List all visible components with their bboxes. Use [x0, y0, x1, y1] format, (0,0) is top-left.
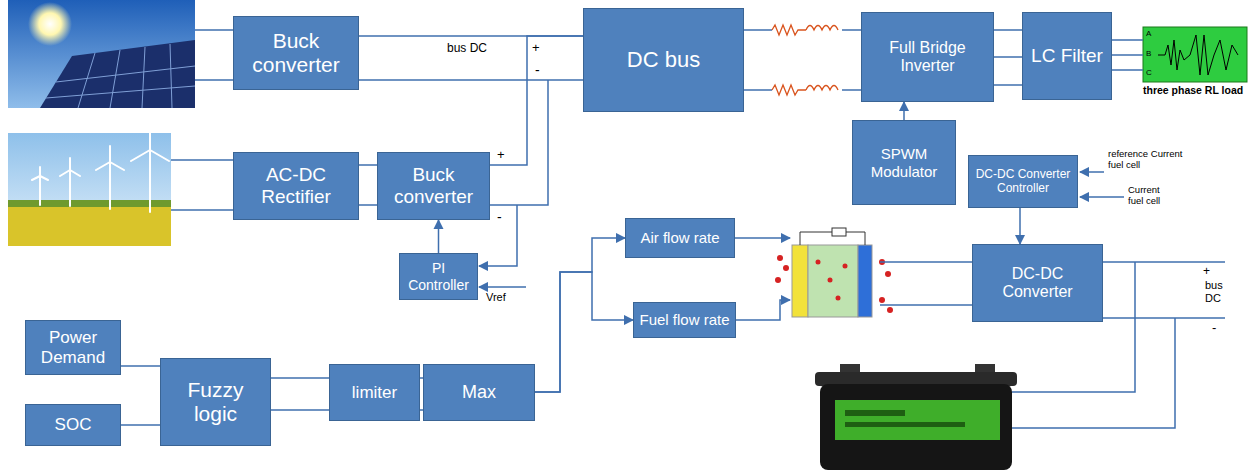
signal-label: bus DC — [447, 41, 487, 55]
box-label: Fuel flow rate — [639, 311, 729, 328]
resistor-symbol — [772, 85, 806, 95]
fuel-cell-picture — [775, 228, 893, 317]
cathode — [858, 245, 872, 317]
signal-label: bus DC — [1205, 279, 1227, 305]
signal-label: + — [532, 40, 540, 56]
box-label: Air flow rate — [640, 229, 719, 246]
connector — [994, 56, 1022, 58]
process-box: AC-DC Rectifier — [233, 152, 359, 220]
connector — [535, 272, 633, 392]
battery-body — [820, 384, 1012, 470]
connector — [359, 164, 377, 166]
box-label: Buck converter — [383, 164, 484, 208]
panel — [40, 40, 195, 108]
box-label: SOC — [55, 415, 92, 435]
anode — [792, 245, 808, 317]
box-label: Buck converter — [239, 29, 353, 77]
solar-panel-picture — [8, 0, 195, 108]
cell-wire — [800, 232, 832, 245]
process-box: PI Controller — [399, 253, 478, 300]
panel-grid — [46, 44, 195, 108]
process-box: Fuel flow rate — [633, 302, 736, 338]
load-box: three phase RL load — [1143, 27, 1247, 82]
signal-label: B — [1146, 49, 1151, 59]
sky — [8, 0, 195, 108]
process-box: DC-DC Converter — [972, 244, 1103, 322]
electrolyte — [808, 245, 858, 317]
battery-print — [845, 410, 905, 416]
waveform — [1158, 35, 1238, 75]
process-box: Buck converter — [233, 16, 359, 90]
connector — [271, 377, 329, 379]
box-label: PI Controller — [405, 260, 472, 292]
inductor-symbol — [806, 86, 838, 91]
process-box: Full Bridge Inverter — [861, 12, 994, 102]
connector — [535, 238, 625, 392]
box-label: Full Bridge Inverter — [867, 39, 988, 76]
battery-print — [845, 422, 965, 427]
battery-picture — [815, 364, 1017, 470]
signal-label: C — [1146, 68, 1152, 78]
box-label: DC-DC Converter Controller — [974, 168, 1072, 196]
signal-label: - — [535, 62, 540, 79]
process-box: SOC — [25, 404, 121, 446]
cell-load — [832, 228, 846, 236]
process-box: Air flow rate — [625, 218, 735, 258]
load-screen — [1143, 27, 1247, 82]
molecules — [775, 255, 893, 313]
sky — [8, 133, 171, 246]
connector — [490, 36, 583, 165]
line-impedance — [766, 24, 842, 36]
process-box: Fuzzy logic — [160, 358, 271, 446]
connector — [1112, 54, 1143, 56]
cell-wire — [846, 232, 865, 245]
box-label: Fuzzy logic — [166, 378, 265, 426]
signal-label: A — [1146, 29, 1151, 39]
signal-label: - — [497, 209, 502, 226]
process-box: SPWM Modulator — [852, 120, 956, 205]
process-box: limiter — [329, 364, 420, 421]
signal-label: + — [497, 147, 505, 163]
box-label: Power Demand — [31, 328, 115, 367]
signal-label: - — [1212, 320, 1216, 336]
connector — [438, 220, 440, 253]
treeline — [8, 200, 171, 207]
box-label: DC bus — [627, 47, 700, 72]
inductor-symbol — [806, 26, 838, 31]
resistor-symbol — [772, 25, 806, 35]
wind-turbines — [32, 128, 169, 212]
signal-label: + — [1203, 264, 1210, 278]
process-box: Max — [423, 364, 535, 421]
connector — [121, 424, 160, 426]
battery-lid — [815, 372, 1017, 386]
wind-farm-picture — [8, 128, 171, 246]
wire — [766, 89, 772, 91]
box-label: LC Filter — [1031, 45, 1103, 67]
process-box: DC bus — [583, 8, 744, 112]
process-box: Buck converter — [377, 152, 490, 220]
box-label: limiter — [352, 383, 397, 403]
patch — [766, 84, 842, 96]
line-impedance — [766, 84, 842, 96]
box-label: AC-DC Rectifier — [239, 164, 353, 208]
connector — [121, 365, 160, 367]
box-label: Max — [462, 382, 496, 403]
box-label: SPWM Modulator — [858, 145, 950, 180]
battery-label — [835, 400, 1000, 440]
connector — [903, 102, 905, 120]
box-label: DC-DC Converter — [978, 265, 1097, 302]
signal-label: reference Current fuel cell — [1108, 148, 1192, 171]
patch — [766, 24, 842, 36]
process-box: DC-DC Converter Controller — [968, 155, 1078, 208]
load-caption: three phase RL load — [1143, 84, 1243, 96]
process-box: LC Filter — [1022, 12, 1112, 100]
process-box: Power Demand — [25, 320, 121, 375]
sun — [28, 2, 72, 46]
field — [8, 204, 171, 246]
wire — [766, 29, 772, 31]
connector — [1019, 208, 1021, 244]
signal-label: Current fuel cell — [1128, 184, 1176, 207]
signal-label: Vref — [486, 291, 506, 304]
